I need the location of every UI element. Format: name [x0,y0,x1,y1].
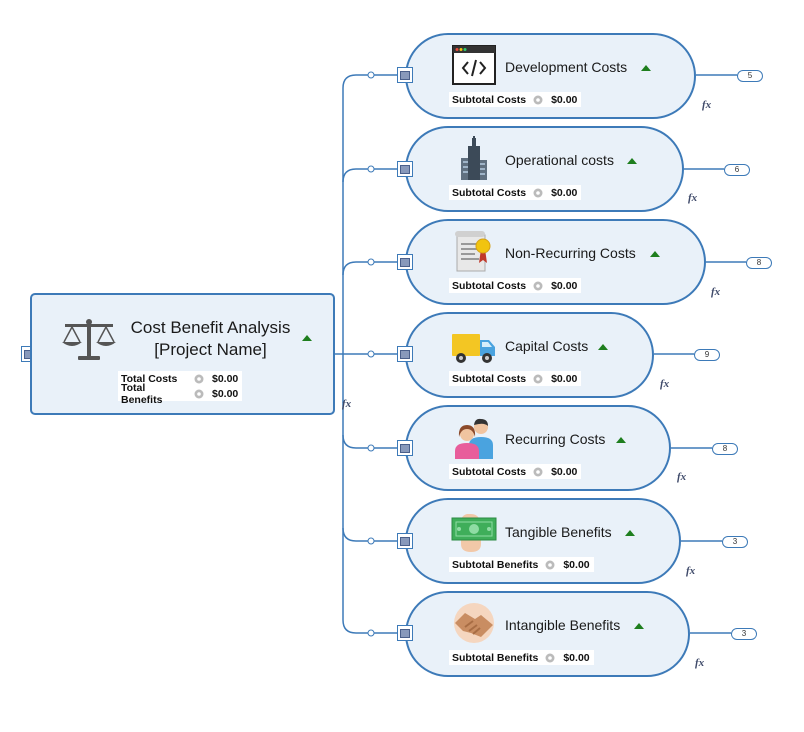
formula-icon[interactable]: fx [711,286,721,298]
subtotal-field: Subtotal Benefits $0.00 [449,650,594,665]
topic-recurring-costs[interactable]: Recurring Costs Subtotal Costs $0.00 [405,405,671,491]
collapse-arrow-icon[interactable] [625,530,635,536]
task-toggle[interactable] [397,161,413,177]
certificate-icon [455,231,491,272]
topic-title: Non-Recurring Costs [505,245,636,261]
formula-icon[interactable]: fx [660,378,670,390]
root-formula-icon[interactable]: fx [342,398,352,410]
gear-icon [533,467,543,476]
task-toggle[interactable] [397,533,413,549]
root-title: Cost Benefit Analysis [Project Name] [130,318,291,359]
task-toggle[interactable] [397,254,413,270]
gear-icon [533,374,543,383]
subtotal-field: Subtotal Costs $0.00 [449,371,582,386]
collapse-arrow-icon[interactable] [616,437,626,443]
topic-count-badge[interactable]: 3 [722,536,748,548]
total-costs-row: Total Costs $0.00 [121,372,239,385]
collapse-arrow-icon[interactable] [598,344,608,350]
topic-title: Development Costs [505,59,628,75]
topic-title: Recurring Costs [505,431,606,447]
subtotal-field: Subtotal Costs $0.00 [449,185,582,200]
formula-icon[interactable]: fx [688,192,698,204]
topic-capital-costs[interactable]: Capital Costs Subtotal Costs $0.00 [405,312,654,398]
collapse-arrow-icon[interactable] [641,65,651,71]
collapse-arrow-icon[interactable] [650,251,660,257]
task-toggle[interactable] [397,625,413,641]
money-hand-icon [451,514,497,552]
truck-icon [452,334,495,363]
gear-icon [194,389,204,398]
topic-development-costs[interactable]: Development Costs Subtotal Costs $0.00 [405,33,696,119]
topic-tangible-benefits[interactable]: Tangible Benefits Subtotal Benefits $0.0… [405,498,681,584]
gear-icon [533,95,543,104]
topic-count-badge[interactable]: 6 [724,164,750,176]
formula-icon[interactable]: fx [702,99,712,111]
total-benefits-row: Total Benefits $0.00 [121,381,239,406]
collapse-arrow-icon[interactable] [302,335,312,341]
task-toggle[interactable] [397,67,413,83]
topic-operational-costs[interactable]: Operational costs Subtotal Costs $0.00 [405,126,684,212]
topic-title: Capital Costs [505,338,589,354]
subtotal-field: Subtotal Benefits $0.00 [449,557,594,572]
gear-icon [533,281,543,290]
formula-icon[interactable]: fx [686,565,696,577]
collapse-arrow-icon[interactable] [627,158,637,164]
formula-icon[interactable]: fx [695,657,705,669]
people-icon [455,418,493,459]
handshake-icon [454,603,494,643]
gear-icon [533,188,543,197]
topic-count-badge[interactable]: 8 [712,443,738,455]
subtotal-field: Subtotal Costs $0.00 [449,278,582,293]
subtotal-field: Subtotal Costs $0.00 [449,92,582,107]
scales-icon [62,319,116,360]
gear-icon [194,374,204,383]
topic-title: Operational costs [505,152,614,168]
task-toggle[interactable] [397,440,413,456]
topic-non-recurring-costs[interactable]: Non-Recurring Costs Subtotal Costs $0.00 [405,219,706,305]
task-toggle[interactable] [397,346,413,362]
gear-icon [545,560,555,569]
subtotal-field: Subtotal Costs $0.00 [449,464,582,479]
topic-count-badge[interactable]: 9 [694,349,720,361]
formula-icon[interactable]: fx [677,471,687,483]
topic-title: Tangible Benefits [505,524,612,540]
topic-count-badge[interactable]: 5 [737,70,763,82]
root-fields: Total Costs $0.00 Total Benefits $0.00 [118,371,243,406]
root-topic[interactable]: Cost Benefit Analysis [Project Name] Tot… [30,293,335,415]
topic-count-badge[interactable]: 8 [746,257,772,269]
gear-icon [545,653,555,662]
topic-title: Intangible Benefits [505,617,621,633]
topic-intangible-benefits[interactable]: Intangible Benefits Subtotal Benefits $0… [405,591,690,677]
code-window-icon [452,45,496,85]
skyscraper-icon [461,136,487,180]
collapse-arrow-icon[interactable] [634,623,644,629]
topic-count-badge[interactable]: 3 [731,628,757,640]
